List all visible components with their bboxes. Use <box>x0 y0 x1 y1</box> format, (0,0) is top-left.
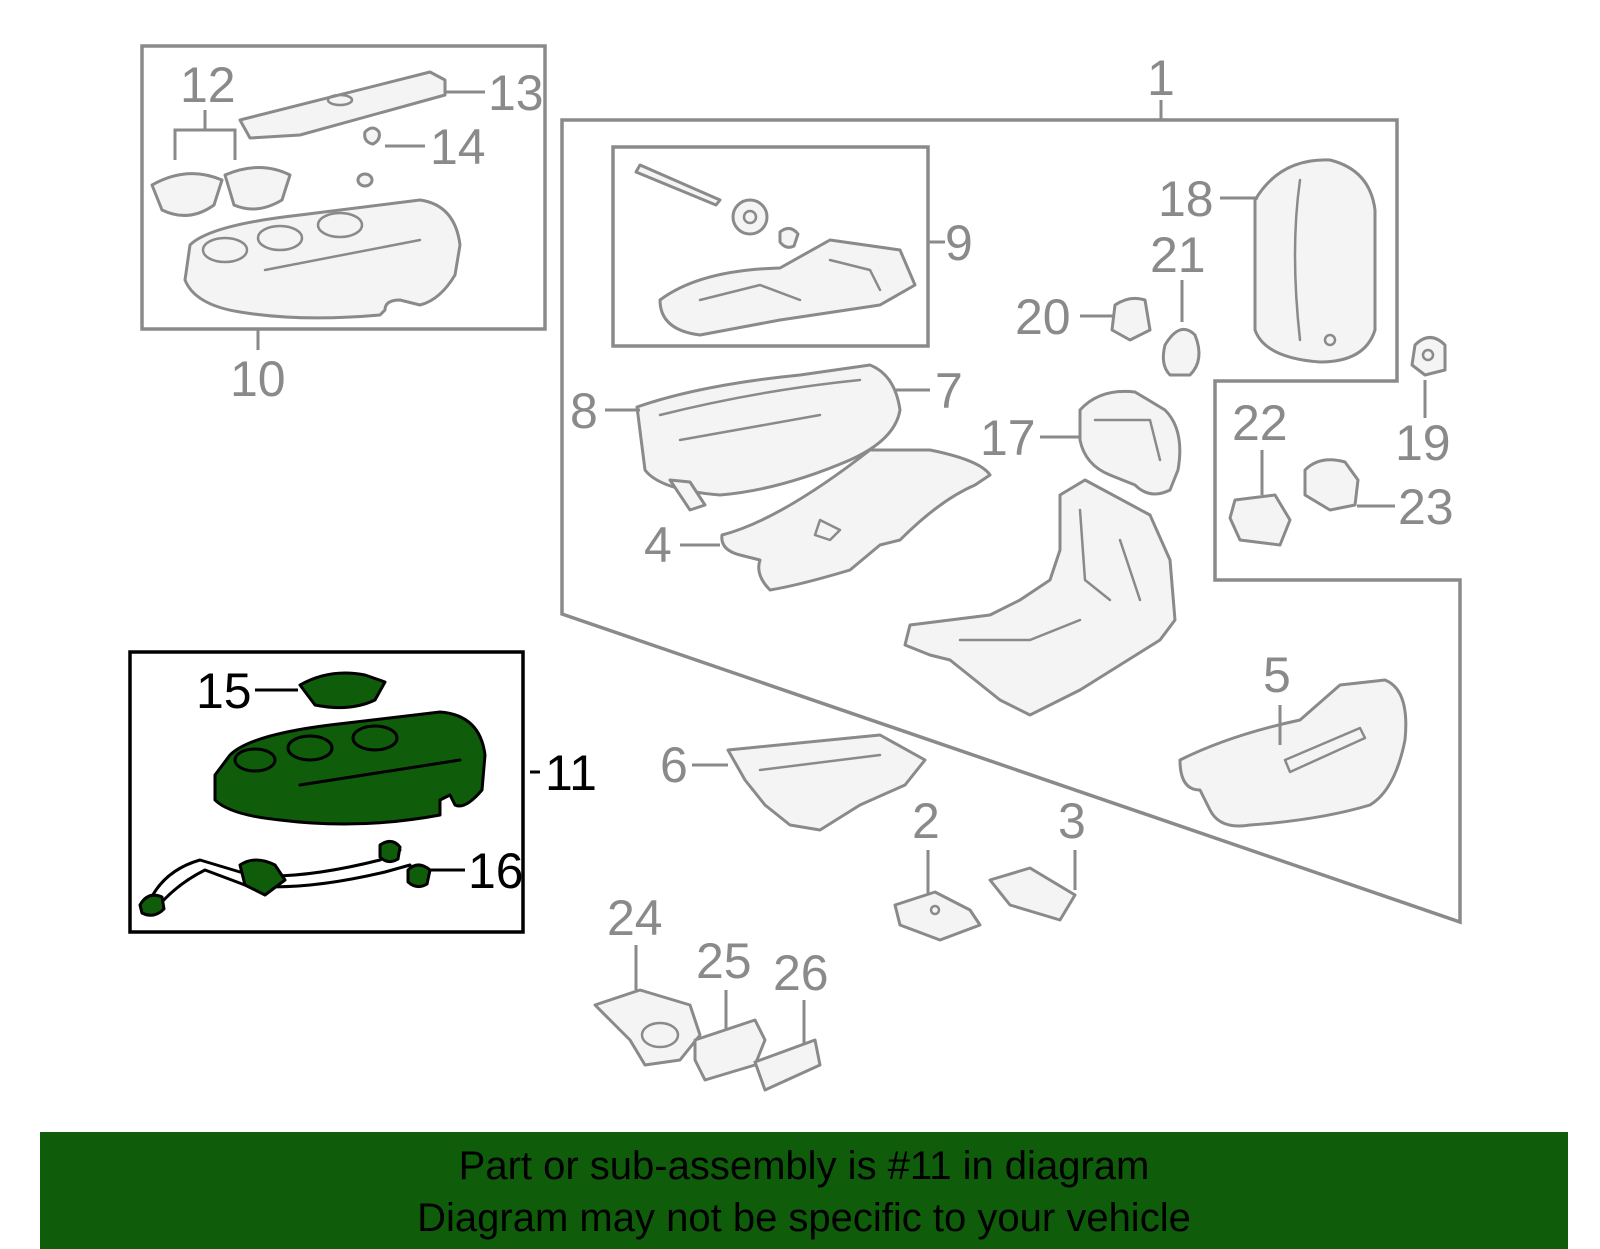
part-23-bracket[interactable] <box>1303 458 1360 512</box>
part-11-console-tray[interactable] <box>213 710 487 826</box>
part-25-cover[interactable] <box>693 1018 767 1082</box>
callout-17[interactable]: 17 <box>980 410 1036 466</box>
part-console-frame[interactable] <box>903 478 1177 717</box>
part-19-grommet[interactable] <box>1410 336 1447 377</box>
part-17-storage-bin[interactable] <box>1078 389 1182 496</box>
callout-12[interactable]: 12 <box>180 57 236 113</box>
callout-7[interactable]: 7 <box>935 363 963 419</box>
part-15-insert[interactable] <box>298 671 387 710</box>
callout-25[interactable]: 25 <box>696 933 752 989</box>
part-22-latch[interactable] <box>1228 493 1292 547</box>
info-banner: Part or sub-assembly is #11 in diagram D… <box>40 1132 1568 1249</box>
callout-16[interactable]: 16 <box>468 843 524 899</box>
callout-22[interactable]: 22 <box>1232 395 1288 451</box>
callout-3[interactable]: 3 <box>1058 793 1086 849</box>
part-2-bracket[interactable] <box>893 890 982 942</box>
group-box-11 <box>128 650 525 934</box>
part-9-bracket-hardware[interactable] <box>634 163 917 337</box>
callout-10[interactable]: 10 <box>230 351 286 407</box>
group-box-1 <box>560 118 1462 925</box>
callout-2[interactable]: 2 <box>912 793 940 849</box>
banner-line-disclaimer: Diagram may not be specific to your vehi… <box>417 1196 1191 1240</box>
callout-9[interactable]: 9 <box>945 215 973 271</box>
callout-11[interactable]: 11 <box>545 745 597 801</box>
part-13-top-cover[interactable] <box>238 70 447 140</box>
part-7-8-console-lid[interactable] <box>635 363 902 512</box>
callout-6[interactable]: 6 <box>660 737 688 793</box>
part-6-trim[interactable] <box>726 733 927 832</box>
part-10-console-tray[interactable] <box>183 198 462 320</box>
callout-14[interactable]: 14 <box>430 119 486 175</box>
group-box-10 <box>140 44 547 331</box>
callout-1[interactable]: 1 <box>1147 50 1175 106</box>
part-21-cap[interactable] <box>1161 327 1201 377</box>
callout-5[interactable]: 5 <box>1263 647 1291 703</box>
part-16-wiring-harness[interactable] <box>138 840 432 917</box>
callout-8[interactable]: 8 <box>570 383 598 439</box>
callout-18[interactable]: 18 <box>1158 171 1214 227</box>
part-18-armrest-pad[interactable] <box>1253 158 1377 364</box>
callout-4[interactable]: 4 <box>644 517 672 573</box>
callout-13[interactable]: 13 <box>488 65 544 121</box>
callout-15[interactable]: 15 <box>196 663 252 719</box>
callout-23[interactable]: 23 <box>1398 479 1454 535</box>
callout-26[interactable]: 26 <box>773 945 829 1001</box>
part-4-side-panel[interactable] <box>720 448 992 592</box>
banner-line-part: Part or sub-assembly is #11 in diagram <box>458 1144 1150 1188</box>
part-24-latch-assembly[interactable] <box>593 988 702 1067</box>
part-14-clip[interactable] <box>363 126 381 146</box>
part-5-side-panel[interactable] <box>1178 678 1408 828</box>
group-box-9 <box>611 145 930 348</box>
callout-20[interactable]: 20 <box>1015 289 1071 345</box>
part-20-clip[interactable] <box>1110 296 1152 342</box>
part-26-plate[interactable] <box>753 1038 822 1092</box>
part-3-bracket[interactable] <box>988 866 1077 922</box>
callout-24[interactable]: 24 <box>607 890 663 946</box>
callout-21[interactable]: 21 <box>1150 227 1206 283</box>
callout-19[interactable]: 19 <box>1395 415 1451 471</box>
part-12-cup-inserts[interactable] <box>150 166 374 217</box>
lead-12 <box>173 110 237 160</box>
